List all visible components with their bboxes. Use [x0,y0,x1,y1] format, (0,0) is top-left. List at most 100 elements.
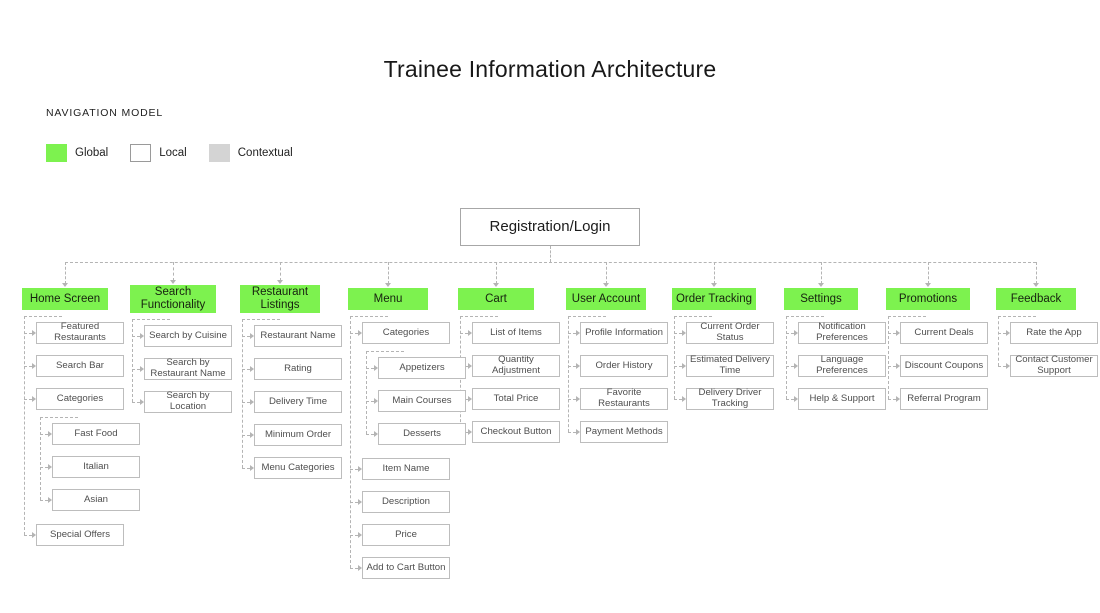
node-label: Feedback [1010,292,1062,305]
node-menu-categories[interactable]: Menu Categories [254,457,342,479]
node-label: Current Order Status [700,321,760,343]
node-contact-customer-support[interactable]: Contact Customer Support [1010,354,1098,377]
node-description[interactable]: Description [362,491,450,513]
arrow-right-icon [48,431,52,437]
arrow-right-icon [32,532,36,538]
node-delivery-driver-tracking[interactable]: Delivery Driver Tracking [686,387,774,410]
node-add-to-cart-button[interactable]: Add to Cart Button [362,557,450,579]
node-featured-restaurants[interactable]: Featured Restaurants [36,321,124,344]
connector-spine-cap [366,351,404,352]
node-label: Featured Restaurants [54,321,106,343]
node-language-preferences[interactable]: Language Preferences [798,354,886,377]
node-minimum-order[interactable]: Minimum Order [254,424,342,446]
node-search-by-location[interactable]: Search by Location [144,390,232,413]
node-desserts[interactable]: Desserts [378,423,466,445]
node-list-of-items[interactable]: List of Items [472,322,560,344]
node-search-by-restaurant-name[interactable]: Search by Restaurant Name [144,357,232,380]
legend-label-contextual: Contextual [237,147,293,159]
node-search-bar[interactable]: Search Bar [36,355,124,377]
node-price[interactable]: Price [362,524,450,546]
arrow-right-icon [374,431,378,437]
arrow-right-icon [896,330,900,336]
node-referral-program[interactable]: Referral Program [900,388,988,410]
node-label: Search Bar [56,359,104,371]
node-label: Fast Food [74,427,118,439]
connector-spine-cap [888,316,926,317]
node-search-functionality[interactable]: Search Functionality [130,285,216,313]
node-appetizers[interactable]: Appetizers [378,357,466,379]
arrow-down-icon [603,283,609,287]
connector-spine [998,316,999,366]
arrow-right-icon [358,532,362,538]
node-order-history[interactable]: Order History [580,355,668,377]
arrow-down-icon [818,283,824,287]
node-discount-coupons[interactable]: Discount Coupons [900,355,988,377]
node-search-by-cuisine[interactable]: Search by Cuisine [144,325,232,347]
node-categories[interactable]: Categories [36,388,124,410]
node-special-offers[interactable]: Special Offers [36,524,124,546]
node-feedback[interactable]: Feedback [996,288,1076,310]
node-main-courses[interactable]: Main Courses [378,390,466,412]
node-order-tracking[interactable]: Order Tracking [672,288,756,310]
connector-spine-cap [568,316,606,317]
node-italian[interactable]: Italian [52,456,140,478]
node-settings[interactable]: Settings [784,288,858,310]
node-favorite-restaurants[interactable]: Favorite Restaurants [580,387,668,410]
node-user-account[interactable]: User Account [566,288,646,310]
node-current-deals[interactable]: Current Deals [900,322,988,344]
node-menu[interactable]: Menu [348,288,428,310]
node-current-order-status[interactable]: Current Order Status [686,321,774,344]
connector-col-stem [173,262,174,281]
connector-spine [132,319,133,402]
connector-child-stub [24,366,32,367]
arrow-right-icon [468,429,472,435]
node-item-name[interactable]: Item Name [362,458,450,480]
connector-col-stem [821,262,822,284]
node-label: Price [395,528,417,540]
node-payment-methods[interactable]: Payment Methods [580,421,668,443]
arrow-down-icon [170,280,176,284]
node-registration-login[interactable]: Registration/Login [460,208,640,246]
arrow-right-icon [576,429,580,435]
node-restaurant-listings[interactable]: Restaurant Listings [240,285,320,313]
node-help-and-support[interactable]: Help & Support [798,388,886,410]
node-cart[interactable]: Cart [458,288,534,310]
node-rating[interactable]: Rating [254,358,342,380]
connector-child-stub [568,432,576,433]
node-categories[interactable]: Categories [362,322,450,344]
arrow-right-icon [32,363,36,369]
node-label: Referral Program [907,392,981,404]
node-label: Estimated Delivery Time [690,354,770,376]
connector-child-stub [132,369,140,370]
arrow-right-icon [358,565,362,571]
node-restaurant-name[interactable]: Restaurant Name [254,325,342,347]
connector-child-stub [366,401,374,402]
connector-spine-cap [350,316,388,317]
node-rate-the-app[interactable]: Rate the App [1010,322,1098,344]
node-label: Desserts [403,427,441,439]
node-fast-food[interactable]: Fast Food [52,423,140,445]
node-label: Rating [284,362,312,374]
node-label: Registration/Login [489,217,611,235]
node-home-screen[interactable]: Home Screen [22,288,108,310]
node-label: Profile Information [585,326,663,338]
node-delivery-time[interactable]: Delivery Time [254,391,342,413]
node-promotions[interactable]: Promotions [886,288,970,310]
node-asian[interactable]: Asian [52,489,140,511]
node-checkout-button[interactable]: Checkout Button [472,421,560,443]
node-label: Restaurant Listings [251,286,309,311]
node-estimated-delivery-time[interactable]: Estimated Delivery Time [686,354,774,377]
connector-child-stub [40,500,48,501]
node-notification-preferences[interactable]: Notification Preferences [798,321,886,344]
node-label: Current Deals [914,326,974,338]
node-label: Search by Restaurant Name [150,357,226,379]
connector-col-stem [714,262,715,284]
node-label: Language Preferences [816,354,868,376]
node-total-price[interactable]: Total Price [472,388,560,410]
legend-swatch-global-icon [46,144,67,162]
node-profile-information[interactable]: Profile Information [580,322,668,344]
arrow-right-icon [250,432,254,438]
connector-child-stub [998,366,1006,367]
node-quantity-adjustment[interactable]: Quantity Adjustment [472,354,560,377]
connector-child-stub [24,535,32,536]
